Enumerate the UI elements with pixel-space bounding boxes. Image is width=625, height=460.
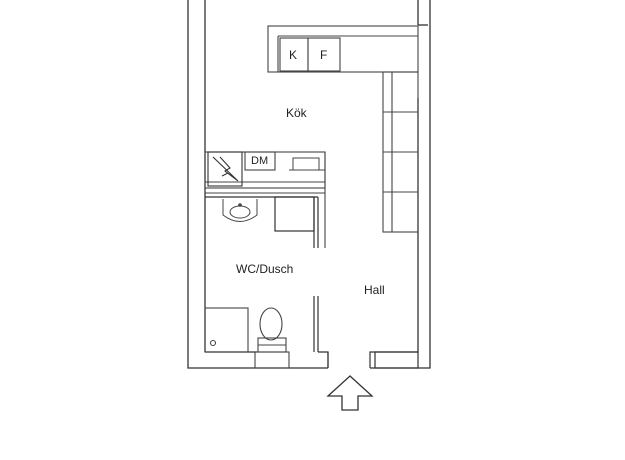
fridge-box	[307, 37, 341, 72]
label-fridge: F	[320, 48, 328, 62]
entrance	[327, 351, 419, 369]
label-kitchen: Kök	[286, 106, 307, 120]
kitchen-counter	[267, 25, 419, 233]
label-bathroom: WC/Dusch	[236, 262, 294, 276]
bathroom-sink	[222, 199, 258, 222]
label-dishwasher: DM	[251, 155, 269, 167]
entry-arrow-icon	[326, 375, 374, 411]
exterior-walls	[187, 0, 431, 369]
label-hall: Hall	[364, 283, 385, 297]
electric-panel	[207, 151, 243, 187]
bathroom-walls	[205, 196, 329, 368]
dishwasher-box	[244, 151, 276, 171]
label-stove: K	[289, 48, 298, 62]
shower-tray	[204, 307, 249, 353]
toilet	[254, 307, 290, 369]
kitchen-sink	[289, 157, 325, 171]
